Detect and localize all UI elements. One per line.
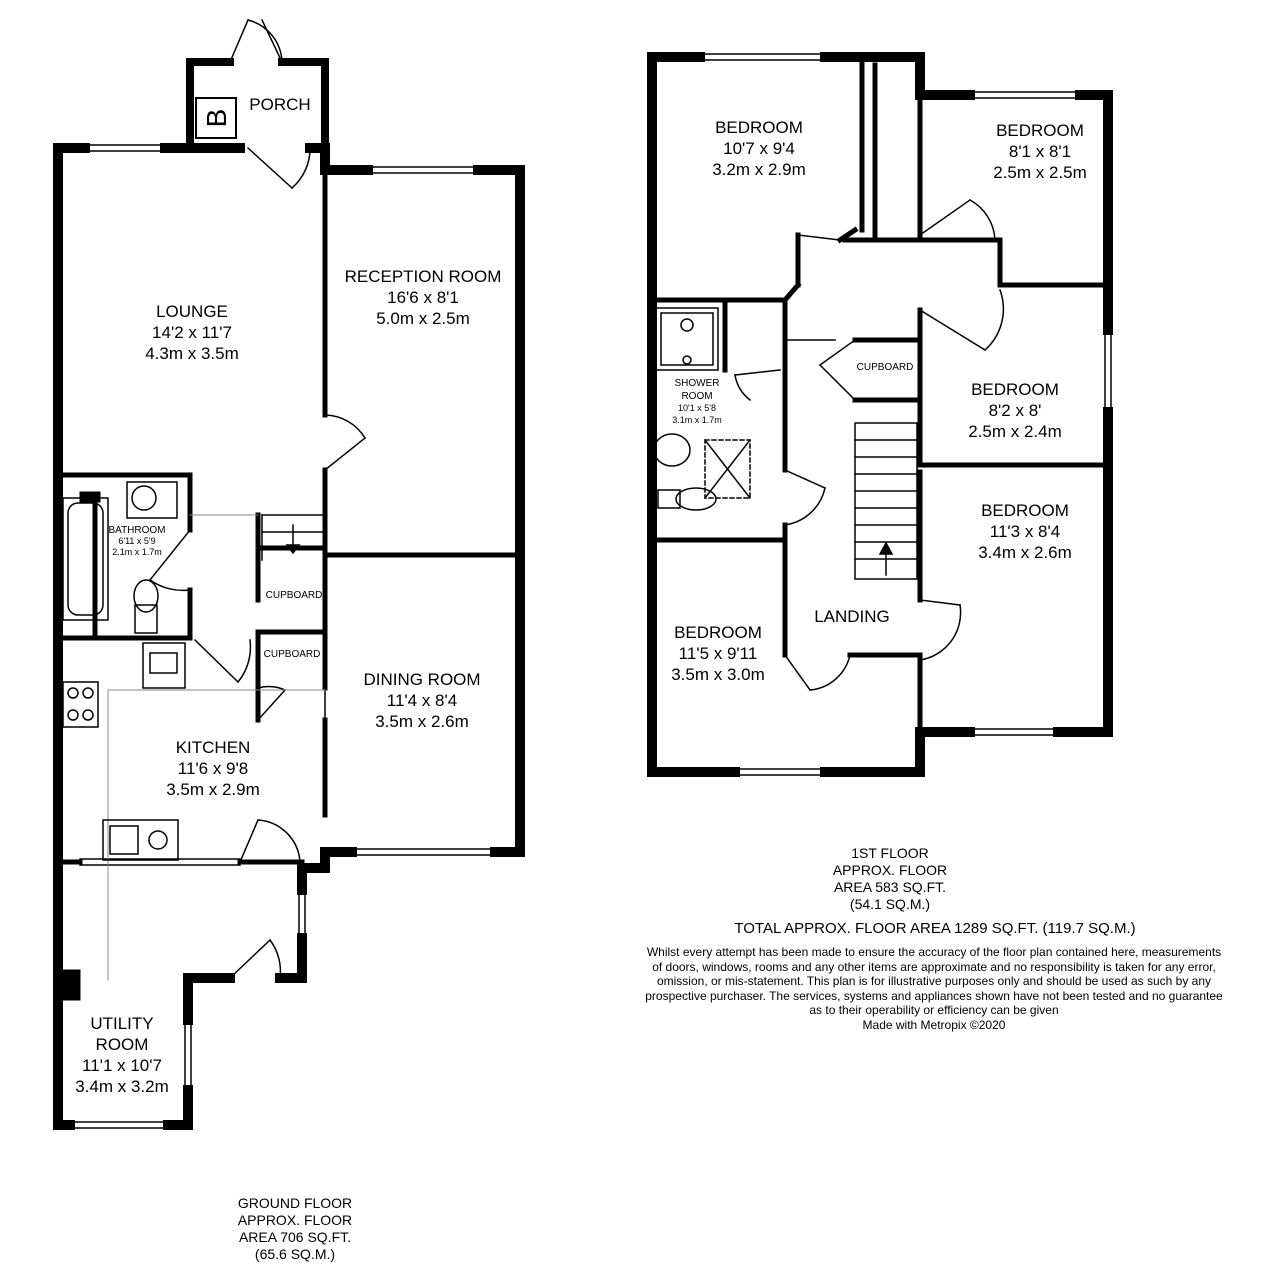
boiler-box	[195, 97, 237, 139]
disclaimer-line: omission, or mis-statement. This plan is…	[656, 974, 1212, 988]
dining-metric: 3.5m x 2.6m	[375, 712, 469, 731]
ground-floor-caption-line: AREA 706 SQ.FT.	[238, 1229, 352, 1245]
hob	[62, 681, 99, 728]
utility-metric: 3.4m x 3.2m	[75, 1077, 169, 1096]
boiler-label: B	[201, 109, 232, 128]
reception-label: RECEPTION ROOM	[345, 267, 502, 286]
bedroom-5-label: BEDROOM	[674, 623, 762, 642]
ground-floor-caption-line: (65.6 SQ.M.)	[254, 1246, 336, 1262]
bathroom-imperial: 6'11 x 5'9	[118, 536, 155, 546]
bedroom-3-metric: 2.5m x 2.4m	[968, 422, 1062, 441]
bedroom-1-metric: 3.2m x 2.9m	[712, 160, 806, 179]
bathroom-wall-block	[79, 491, 101, 503]
disclaimer-line: prospective purchaser. The services, sys…	[645, 988, 1223, 1003]
ground-floor-labels: PORCH B LOUNGE 14'2 x 11'7 4.3m x 3.5m R…	[75, 95, 501, 1096]
lounge-metric: 4.3m x 3.5m	[145, 344, 239, 363]
first-floor-exterior-walls	[647, 52, 1113, 777]
total-floor-area: TOTAL APPROX. FLOOR AREA 1289 SQ.FT. (11…	[734, 920, 1136, 937]
shower-imperial: 10'1 x 5'8	[678, 403, 716, 413]
porch-walls	[186, 58, 329, 152]
ground-floor-interior-walls	[55, 167, 523, 865]
bedroom-1-label: BEDROOM	[715, 118, 803, 137]
first-floor-plan	[647, 52, 1113, 777]
ground-floor-windows	[69, 74, 496, 1129]
kitchen-label: KITCHEN	[176, 738, 251, 757]
ground-floor-caption: GROUND FLOOR APPROX. FLOOR AREA 706 SQ.F…	[190, 1195, 400, 1263]
bedroom-3-label: BEDROOM	[971, 380, 1059, 399]
shower-toilet	[657, 487, 717, 511]
ground-floor-stairs	[261, 514, 323, 561]
shower-basin	[653, 431, 691, 469]
ground-floor-caption-line: APPROX. FLOOR	[237, 1212, 353, 1228]
sink	[102, 819, 179, 861]
first-floor-caption-line: (54.1 SQ.M.)	[849, 896, 931, 912]
first-floor-caption: 1ST FLOOR APPROX. FLOOR AREA 583 SQ.FT. …	[790, 845, 990, 913]
bathroom-metric: 2.1m x 1.7m	[112, 547, 162, 557]
disclaimer-line: Made with Metropix ©2020	[862, 1017, 1006, 1032]
bedroom-4-metric: 3.4m x 2.6m	[978, 543, 1072, 562]
cupboard-upper-label: CUPBOARD	[266, 590, 323, 601]
first-floor-labels: BEDROOM 10'7 x 9'4 3.2m x 2.9m BEDROOM 8…	[671, 118, 1087, 684]
basin	[126, 481, 178, 519]
bathroom-label: BATHROOM	[108, 525, 165, 536]
bath-tub	[62, 497, 109, 621]
shower-label-line2: ROOM	[681, 391, 712, 402]
first-floor-caption-line: 1ST FLOOR	[851, 845, 929, 861]
utility-fixture	[59, 969, 81, 1001]
bedroom-5-metric: 3.5m x 3.0m	[671, 665, 765, 684]
lounge-imperial: 14'2 x 11'7	[152, 323, 232, 342]
shower-tray	[655, 307, 719, 371]
disclaimer-line: as to their operability or efficiency ca…	[809, 1003, 1059, 1017]
dining-label: DINING ROOM	[363, 670, 480, 689]
first-floor-caption-line: AREA 583 SQ.FT.	[833, 879, 947, 895]
first-floor-doors	[734, 198, 1005, 692]
microwave	[142, 642, 186, 689]
cupboard-lower-label: CUPBOARD	[264, 649, 321, 660]
landing-label: LANDING	[814, 607, 890, 626]
toilet	[133, 579, 159, 634]
disclaimer-line: Whilst every attempt has been made to en…	[646, 945, 1222, 959]
utility-imperial: 11'1 x 10'7	[82, 1056, 162, 1075]
bedroom-3-imperial: 8'2 x 8'	[989, 401, 1042, 420]
skylight	[703, 438, 752, 500]
bedroom-4-imperial: 11'3 x 8'4	[990, 522, 1060, 541]
bedroom-2-imperial: 8'1 x 8'1	[1009, 142, 1071, 161]
first-floor-caption-line: APPROX. FLOOR	[832, 862, 948, 878]
bedroom-1-imperial: 10'7 x 9'4	[723, 139, 795, 158]
shower-label-line1: SHOWER	[675, 378, 720, 389]
kitchen-imperial: 11'6 x 9'8	[178, 759, 248, 778]
kitchen-counters	[107, 514, 326, 981]
bedroom-4-label: BEDROOM	[981, 501, 1069, 520]
first-floor-cupboard-label: CUPBOARD	[857, 362, 914, 373]
disclaimer-text: Whilst every attempt has been made to en…	[588, 945, 1280, 1032]
dining-imperial: 11'4 x 8'4	[387, 691, 457, 710]
reception-metric: 5.0m x 2.5m	[376, 309, 470, 328]
first-floor-interior-walls	[649, 57, 1111, 735]
ground-floor-doors	[148, 19, 367, 980]
bedroom-2-metric: 2.5m x 2.5m	[993, 163, 1087, 182]
first-floor-stairs	[854, 422, 918, 580]
ground-floor-caption-line: GROUND FLOOR	[237, 1195, 353, 1211]
disclaimer-line: of doors, windows, rooms and any other i…	[652, 959, 1216, 974]
reception-imperial: 16'6 x 8'1	[387, 288, 459, 307]
utility-label-line2: ROOM	[96, 1035, 149, 1054]
utility-label-line1: UTILITY	[90, 1014, 153, 1033]
kitchen-metric: 3.5m x 2.9m	[166, 780, 260, 799]
shower-metric: 3.1m x 1.7m	[672, 415, 722, 425]
ground-floor-plan	[53, 19, 525, 1130]
bedroom-2-label: BEDROOM	[996, 121, 1084, 140]
bedroom-5-imperial: 11'5 x 9'11	[679, 644, 758, 663]
lounge-label: LOUNGE	[156, 302, 228, 321]
first-floor-windows	[699, 53, 1112, 776]
porch-label: PORCH	[249, 95, 310, 114]
